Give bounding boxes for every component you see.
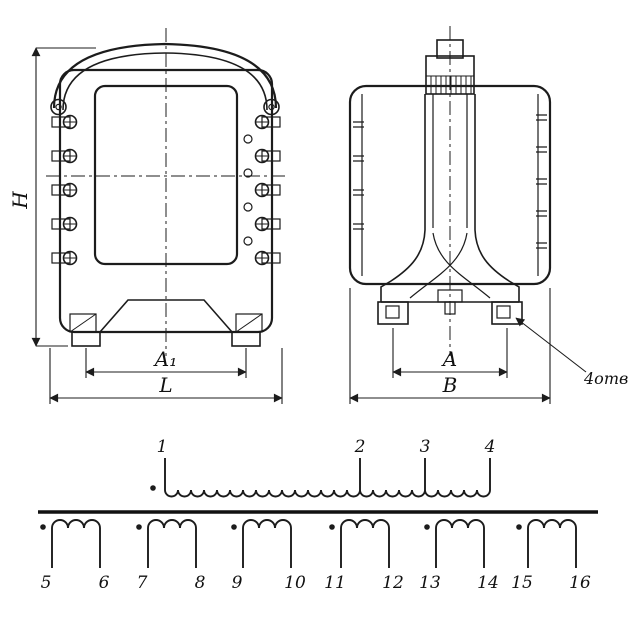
dim-label-B: B (442, 373, 458, 397)
terminal-screw (254, 114, 281, 130)
polarity-dot (136, 524, 142, 530)
primary-tap-leads (164, 458, 491, 490)
terminal-screw (254, 216, 281, 232)
secondary-winding (340, 519, 390, 568)
terminal-10: 10 (284, 573, 306, 593)
terminals-left (51, 114, 78, 266)
dim-label-L: L (158, 373, 172, 397)
dim-label-A: A (441, 347, 457, 371)
terminal-screw (51, 148, 78, 164)
secondary-windings: 5 6 7 8 9 10 11 12 13 14 15 16 (40, 519, 591, 593)
polarity-dot (150, 485, 156, 491)
terminals-right (243, 114, 281, 266)
terminal-screw (254, 182, 281, 198)
terminal-14: 14 (477, 573, 499, 593)
terminal-12: 12 (382, 573, 404, 593)
base-bracket (99, 299, 233, 333)
callout-mount-holes: 4отв (515, 317, 628, 388)
mounting-foot (491, 301, 523, 325)
foot-hole (385, 305, 400, 319)
terminal-6: 6 (99, 573, 110, 593)
terminal-screw (51, 216, 78, 232)
secondary-winding (242, 519, 292, 568)
dimension-A: A (392, 328, 508, 378)
side-view (348, 26, 552, 356)
terminal-3: 3 (420, 437, 431, 457)
terminal-screw (51, 114, 78, 130)
winding-schematic: 1 2 3 4 (38, 437, 598, 593)
terminal-15: 15 (511, 573, 533, 593)
polarity-dot (329, 524, 335, 530)
dimension-L: L (49, 348, 283, 404)
solder-lugs-inner (243, 134, 253, 246)
terminal-1: 1 (157, 437, 168, 457)
coil-bobbin (380, 94, 520, 302)
mounting-foot (377, 301, 409, 325)
dimension-B: B (349, 288, 551, 404)
terminal-screw (254, 250, 281, 266)
dimension-A1: A₁ (85, 347, 247, 378)
primary-winding: 1 2 3 4 (150, 437, 496, 498)
callout-label-4otv: 4отв (583, 369, 628, 388)
dimension-H: H (8, 47, 96, 347)
terminal-13: 13 (419, 573, 441, 593)
dim-label-A1: A₁ (153, 347, 177, 371)
terminal-8: 8 (195, 573, 206, 593)
polarity-dot (40, 524, 46, 530)
secondary-winding (147, 519, 197, 568)
base-assembly (69, 299, 263, 347)
terminal-5: 5 (41, 573, 52, 593)
strap-hole (55, 103, 62, 111)
terminal-screw (51, 250, 78, 266)
terminal-16: 16 (569, 573, 591, 593)
screw-marks-right (536, 114, 547, 249)
polarity-dot (231, 524, 237, 530)
secondary-winding (51, 519, 101, 568)
secondary-winding (527, 519, 577, 568)
mounting-strap (50, 42, 280, 116)
terminal-screw (51, 182, 78, 198)
terminal-screw (254, 148, 281, 164)
terminal-7: 7 (137, 573, 148, 593)
mounting-foot (231, 331, 261, 347)
polarity-dot (516, 524, 522, 530)
terminal-2: 2 (354, 437, 366, 457)
dim-label-H: H (8, 191, 32, 210)
polarity-dot (424, 524, 430, 530)
terminal-4: 4 (484, 437, 496, 457)
foot-hole (496, 305, 511, 319)
secondary-winding (435, 519, 485, 568)
terminal-9: 9 (232, 573, 243, 593)
screw-marks-left (353, 121, 364, 230)
front-view (46, 28, 288, 356)
terminal-11: 11 (324, 573, 346, 593)
mounting-foot (71, 331, 101, 347)
strap-lug (50, 98, 67, 116)
